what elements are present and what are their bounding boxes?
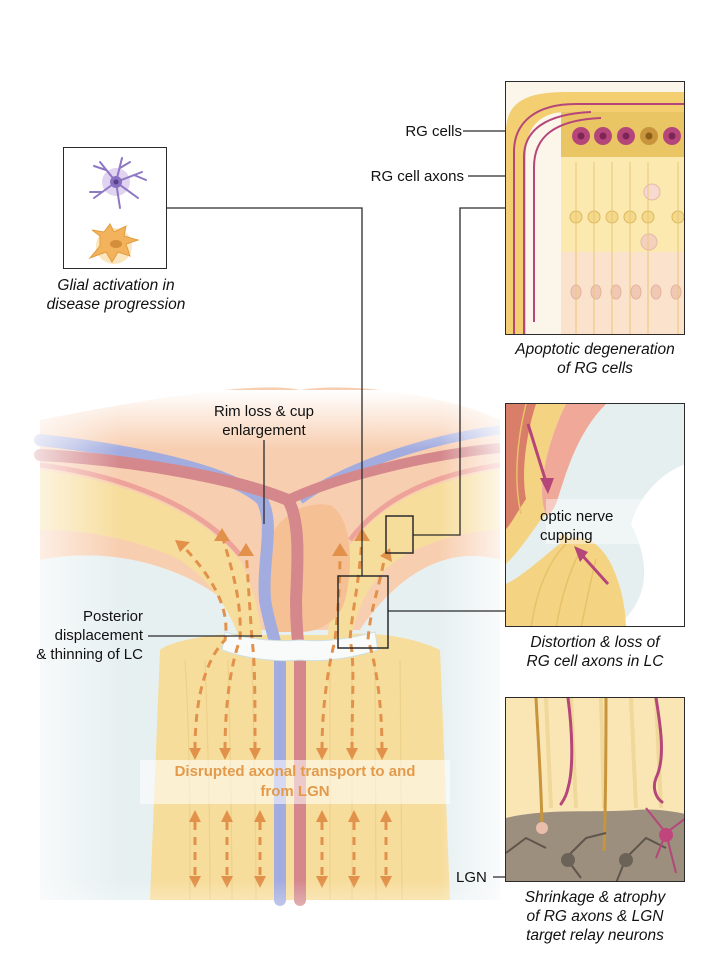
lc-label-line2: displacement [54, 627, 143, 644]
zoom-box-lamina [337, 575, 389, 649]
rim-loss-label: Rim loss & cup enlargement [180, 402, 348, 440]
lgn-label: LGN [456, 869, 487, 886]
connector-lines [148, 130, 570, 878]
glia-caption-line2: disease progression [46, 296, 186, 313]
central-retinal-vein [34, 434, 286, 906]
transport-arrows [180, 534, 387, 751]
optic-cupping-line1: optic nerve [540, 508, 614, 525]
rg-cells-label: RG cells [405, 123, 462, 140]
retina-caption: Apoptotic degeneration of RG cells [490, 340, 700, 378]
optic-cupping-label: optic nerve cupping [540, 507, 680, 545]
lgn-panel [505, 697, 685, 882]
lc-label-line1: Posterior [82, 608, 143, 625]
retina-panel [505, 81, 685, 335]
lamina-caption-line1: Distortion & loss of [530, 634, 660, 651]
transport-line1: Disrupted axonal transport to and [174, 763, 416, 780]
lgn-caption-line1: Shrinkage & atrophy [524, 889, 666, 906]
rg-axons [513, 103, 684, 334]
axonal-transport-label: Disrupted axonal transport to and from L… [140, 762, 450, 802]
glia-panel [63, 147, 167, 269]
central-retinal-artery [34, 449, 306, 906]
microglia-icon [89, 157, 147, 209]
retina-caption-line2: of RG cells [557, 360, 633, 377]
lc-label-line3: & thinning of LC [36, 646, 143, 663]
glia-caption-line1: Glial activation in [57, 277, 175, 294]
optic-cupping-line2: cupping [540, 527, 593, 544]
glia-caption: Glial activation in disease progression [10, 276, 222, 314]
lgn-tissue [506, 809, 684, 881]
arrowheads-up-retina [175, 528, 392, 562]
lamina-cribrosa [221, 631, 379, 662]
lamina-caption-line2: RG cell axons in LC [526, 653, 664, 670]
optic-cup [260, 504, 350, 632]
transport-line2: from LGN [260, 783, 330, 800]
arrowheads-down-top [189, 748, 388, 760]
lgn-caption-line2: of RG axons & LGN [526, 908, 664, 925]
lc-displacement-label: Posterior displacement & thinning of LC [0, 607, 143, 664]
rg-cells [572, 127, 681, 145]
lgn-caption: Shrinkage & atrophy of RG axons & LGN ta… [490, 888, 700, 945]
rim-loss-line1: Rim loss & cup [213, 403, 315, 420]
rg-axons-label: RG cell axons [370, 168, 464, 185]
lamina-panel: optic nerve cupping [505, 403, 685, 627]
astrocyte-icon [88, 223, 140, 264]
retina-caption-line1: Apoptotic degeneration [515, 341, 675, 358]
lamina-caption: Distortion & loss of RG cell axons in LC [490, 633, 700, 671]
rim-loss-line2: enlargement [222, 422, 306, 439]
lgn-caption-line3: target relay neurons [526, 927, 664, 944]
